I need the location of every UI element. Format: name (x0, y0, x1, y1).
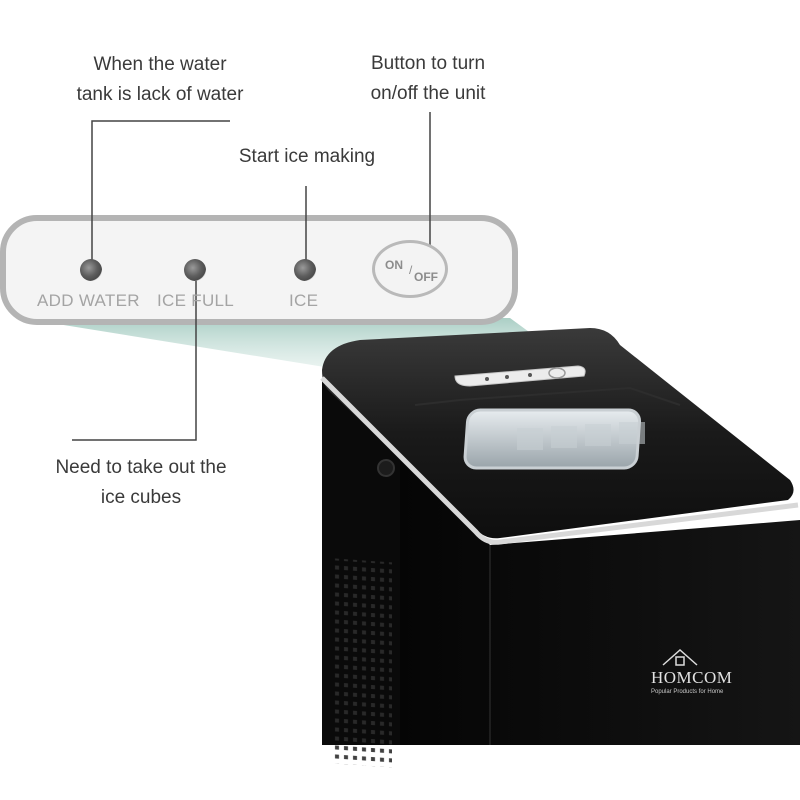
lid-panel (454, 365, 586, 387)
side-knob (377, 459, 395, 477)
power-off-label: OFF (414, 270, 438, 284)
brand-name: HOMCOM (651, 668, 733, 687)
panel-label-add-water: ADD WATER (37, 291, 140, 310)
callout-ice-full-line2: ice cubes (100, 487, 182, 508)
brand-tagline: Popular Products for Home (651, 689, 724, 695)
machine-front (400, 455, 800, 745)
power-on-label: ON (385, 258, 403, 272)
callout-power-line2: on/off the unit (370, 83, 486, 104)
panel-frame (0, 215, 518, 325)
callout-ice-full-line1: Need to take out the (55, 457, 227, 478)
callout-add-water: When the water tank is lack of water (60, 50, 260, 110)
callout-add-water-line2: tank is lack of water (76, 84, 244, 105)
callout-power-line1: Button to turn (370, 53, 486, 74)
panel-label-ice-full: ICE FULL (157, 291, 235, 310)
homcom-logo (662, 648, 698, 666)
add-water-led (80, 259, 102, 281)
callout-ice-full: Need to take out the ice cubes (36, 453, 246, 513)
line-ice-full (72, 275, 197, 441)
callout-add-water-line1: When the water (93, 54, 227, 75)
callout-ice-making: Start ice making (222, 142, 392, 172)
ice-full-led (184, 259, 206, 281)
callout-power: Button to turn on/off the unit (348, 49, 508, 109)
ice-led (294, 259, 316, 281)
lid-trim (320, 376, 799, 545)
power-button: ON / OFF (372, 240, 448, 298)
panel-label-ice: ICE (289, 291, 319, 310)
side-vents (332, 558, 392, 768)
callout-ice-making-text: Start ice making (238, 146, 376, 167)
power-slash-label: / (409, 263, 413, 277)
line-add-water (91, 120, 230, 268)
